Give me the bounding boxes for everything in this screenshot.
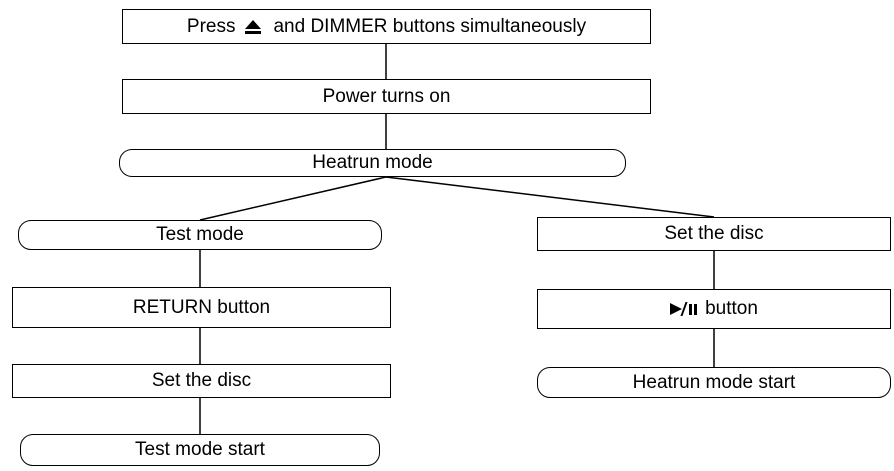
power-on-label: Power turns on (322, 85, 451, 107)
set-disc-left-label: Set the disc (151, 370, 252, 391)
power-on-step-box: Power turns on (122, 79, 651, 114)
heatrun-mode-terminal: Heatrun mode (119, 149, 626, 177)
connector-heatrun-to-set-disc-right (385, 176, 715, 218)
start-step-press-text: Press (186, 15, 236, 37)
test-mode-start-terminal: Test mode start (20, 434, 380, 466)
test-mode-start-label: Test mode start (135, 439, 265, 460)
set-disc-right-step-box: Set the disc (537, 217, 891, 251)
eject-icon (245, 19, 262, 34)
start-step-rest-text: and DIMMER buttons simultaneously (273, 15, 587, 37)
return-button-step-box: RETURN button (12, 287, 391, 328)
heatrun-mode-start-terminal: Heatrun mode start (537, 367, 891, 398)
set-disc-left-step-box: Set the disc (12, 364, 391, 398)
test-mode-label: Test mode (156, 224, 244, 245)
start-step-box: Press and DIMMER buttons simultaneously (122, 9, 651, 44)
play-pause-button-label: button (705, 298, 758, 319)
return-button-label: RETURN button (132, 296, 271, 318)
heatrun-mode-start-label: Heatrun mode start (632, 371, 796, 393)
connector-heatrun-to-test-mode (199, 176, 387, 221)
play-pause-icon (670, 302, 698, 316)
set-disc-right-label: Set the disc (664, 223, 764, 244)
test-mode-terminal: Test mode (18, 220, 382, 250)
heatrun-mode-label: Heatrun mode (312, 152, 433, 173)
play-pause-button-step-box: button (537, 289, 891, 329)
